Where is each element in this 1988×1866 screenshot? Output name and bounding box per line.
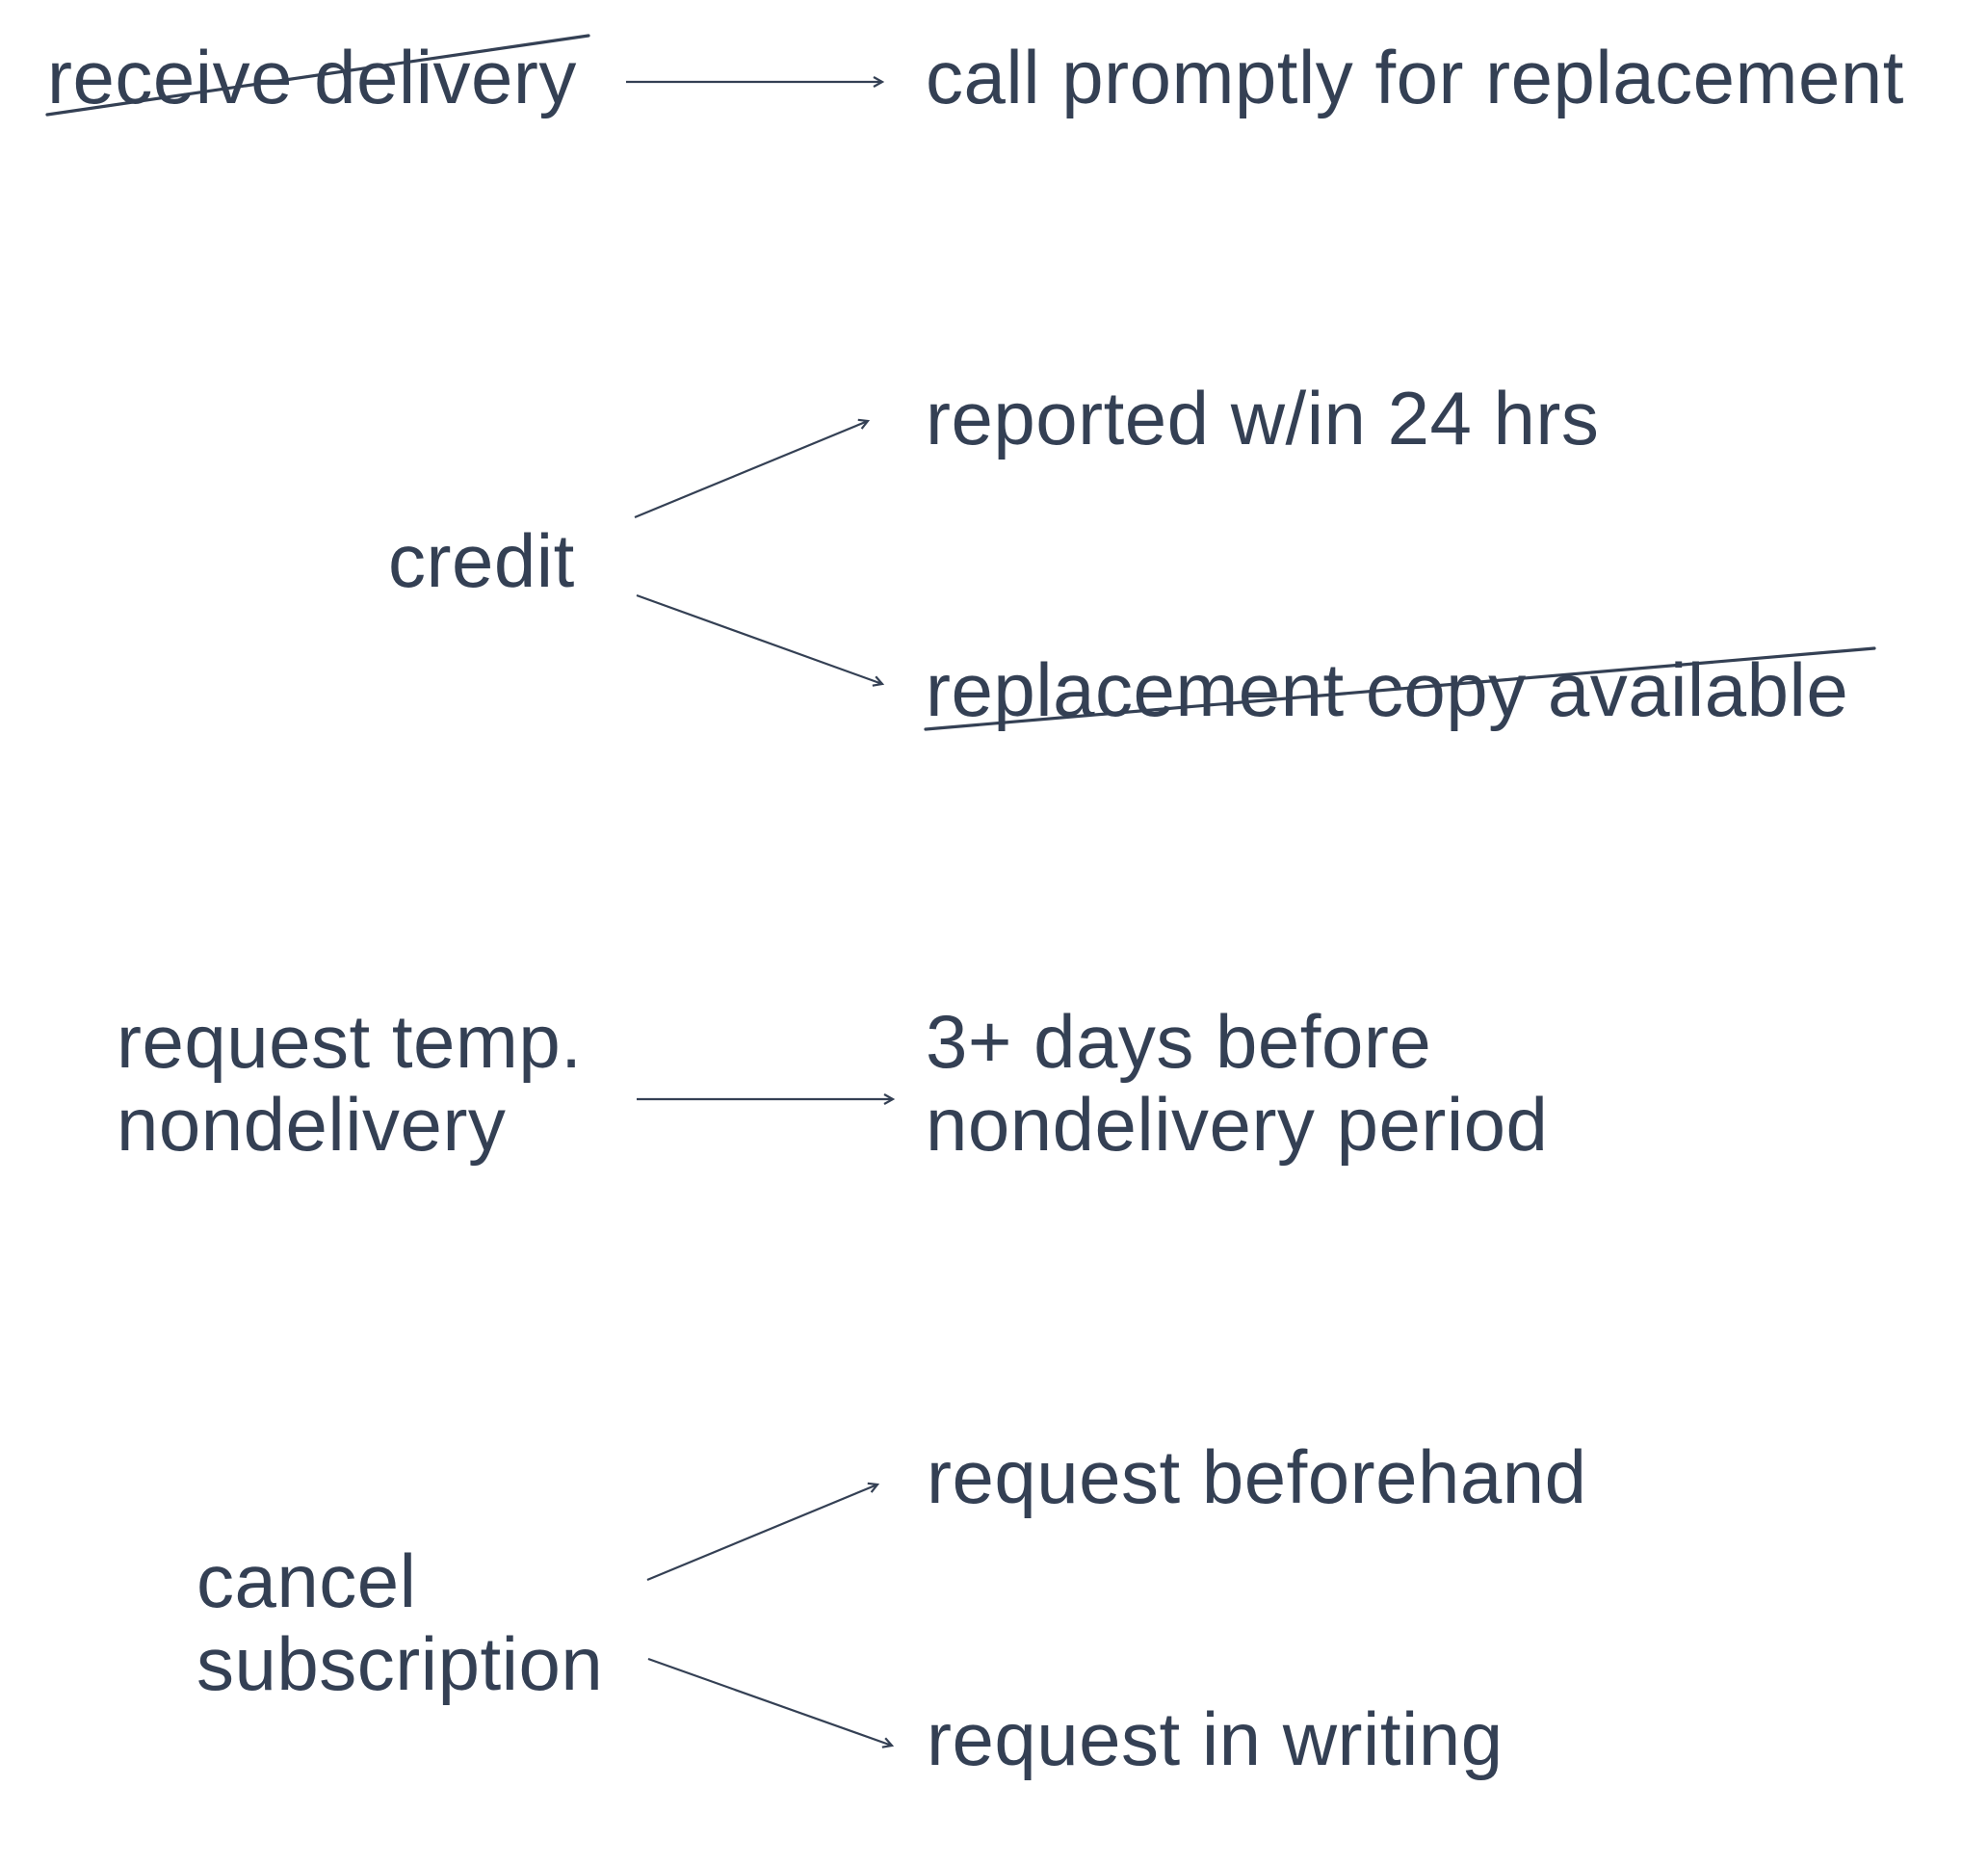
source-credit: credit	[388, 519, 575, 602]
arrow-cancel-to-writing	[647, 1657, 892, 1746]
label-line: request beforehand	[927, 1434, 1587, 1519]
target-reported-24hrs: reported w/in 24 hrs	[926, 377, 1599, 460]
label-line: reported w/in 24 hrs	[926, 376, 1600, 460]
target-request-in-writing: request in writing	[927, 1697, 1504, 1780]
label-line: request temp.	[117, 999, 583, 1084]
label-line: cancel	[196, 1538, 417, 1623]
source-temp-nondelivery: request temp. nondelivery	[117, 1000, 582, 1166]
target-replacement-copy: replacement copy available	[926, 648, 1848, 731]
label-line: subscription	[196, 1621, 604, 1706]
label-line: credit	[388, 518, 575, 603]
arrow-cancel-to-beforehand	[646, 1485, 877, 1582]
label-line: nondelivery	[117, 1082, 507, 1167]
source-receive-delivery: receive delivery	[47, 36, 577, 118]
target-request-beforehand: request beforehand	[927, 1435, 1587, 1518]
label-line: nondelivery period	[926, 1082, 1549, 1167]
label-line: replacement copy available	[926, 647, 1849, 732]
source-cancel-subscription: cancel subscription	[196, 1539, 603, 1705]
label-line: 3+ days before	[926, 999, 1432, 1084]
label-line: request in writing	[927, 1696, 1504, 1781]
label-line: call promptly for replacement	[926, 35, 1904, 119]
target-3-days-before: 3+ days before nondelivery period	[926, 1000, 1548, 1166]
target-call-promptly: call promptly for replacement	[926, 36, 1904, 118]
arrow-credit-to-replacement	[636, 593, 882, 684]
label-line: receive delivery	[47, 35, 577, 119]
arrow-credit-to-reported	[634, 421, 868, 519]
